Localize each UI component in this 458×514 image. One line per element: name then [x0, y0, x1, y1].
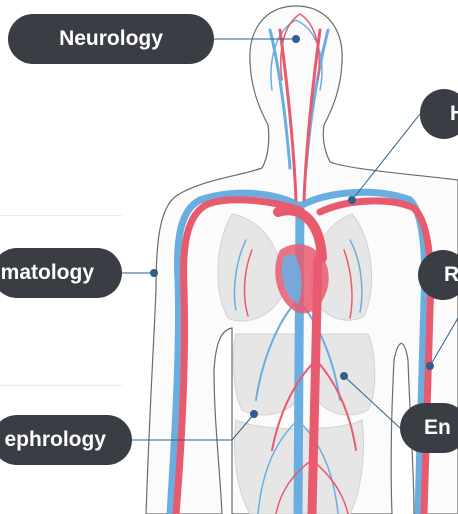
top-right-label: H	[420, 89, 458, 139]
bottom-right-label: En	[400, 403, 458, 453]
neurology-label: Neurology	[8, 14, 214, 64]
nephrology-label-text: ephrology	[0, 415, 106, 465]
nephrology-label: ephrology	[0, 415, 132, 465]
hematology-label-text: matology	[0, 248, 94, 298]
bottom-right-label-text: En	[424, 403, 458, 453]
hematology-label: matology	[0, 248, 122, 298]
neurology-label-text: Neurology	[8, 14, 214, 64]
right-middle-label-text: R	[444, 250, 458, 300]
top-right-label-text: H	[450, 89, 458, 139]
